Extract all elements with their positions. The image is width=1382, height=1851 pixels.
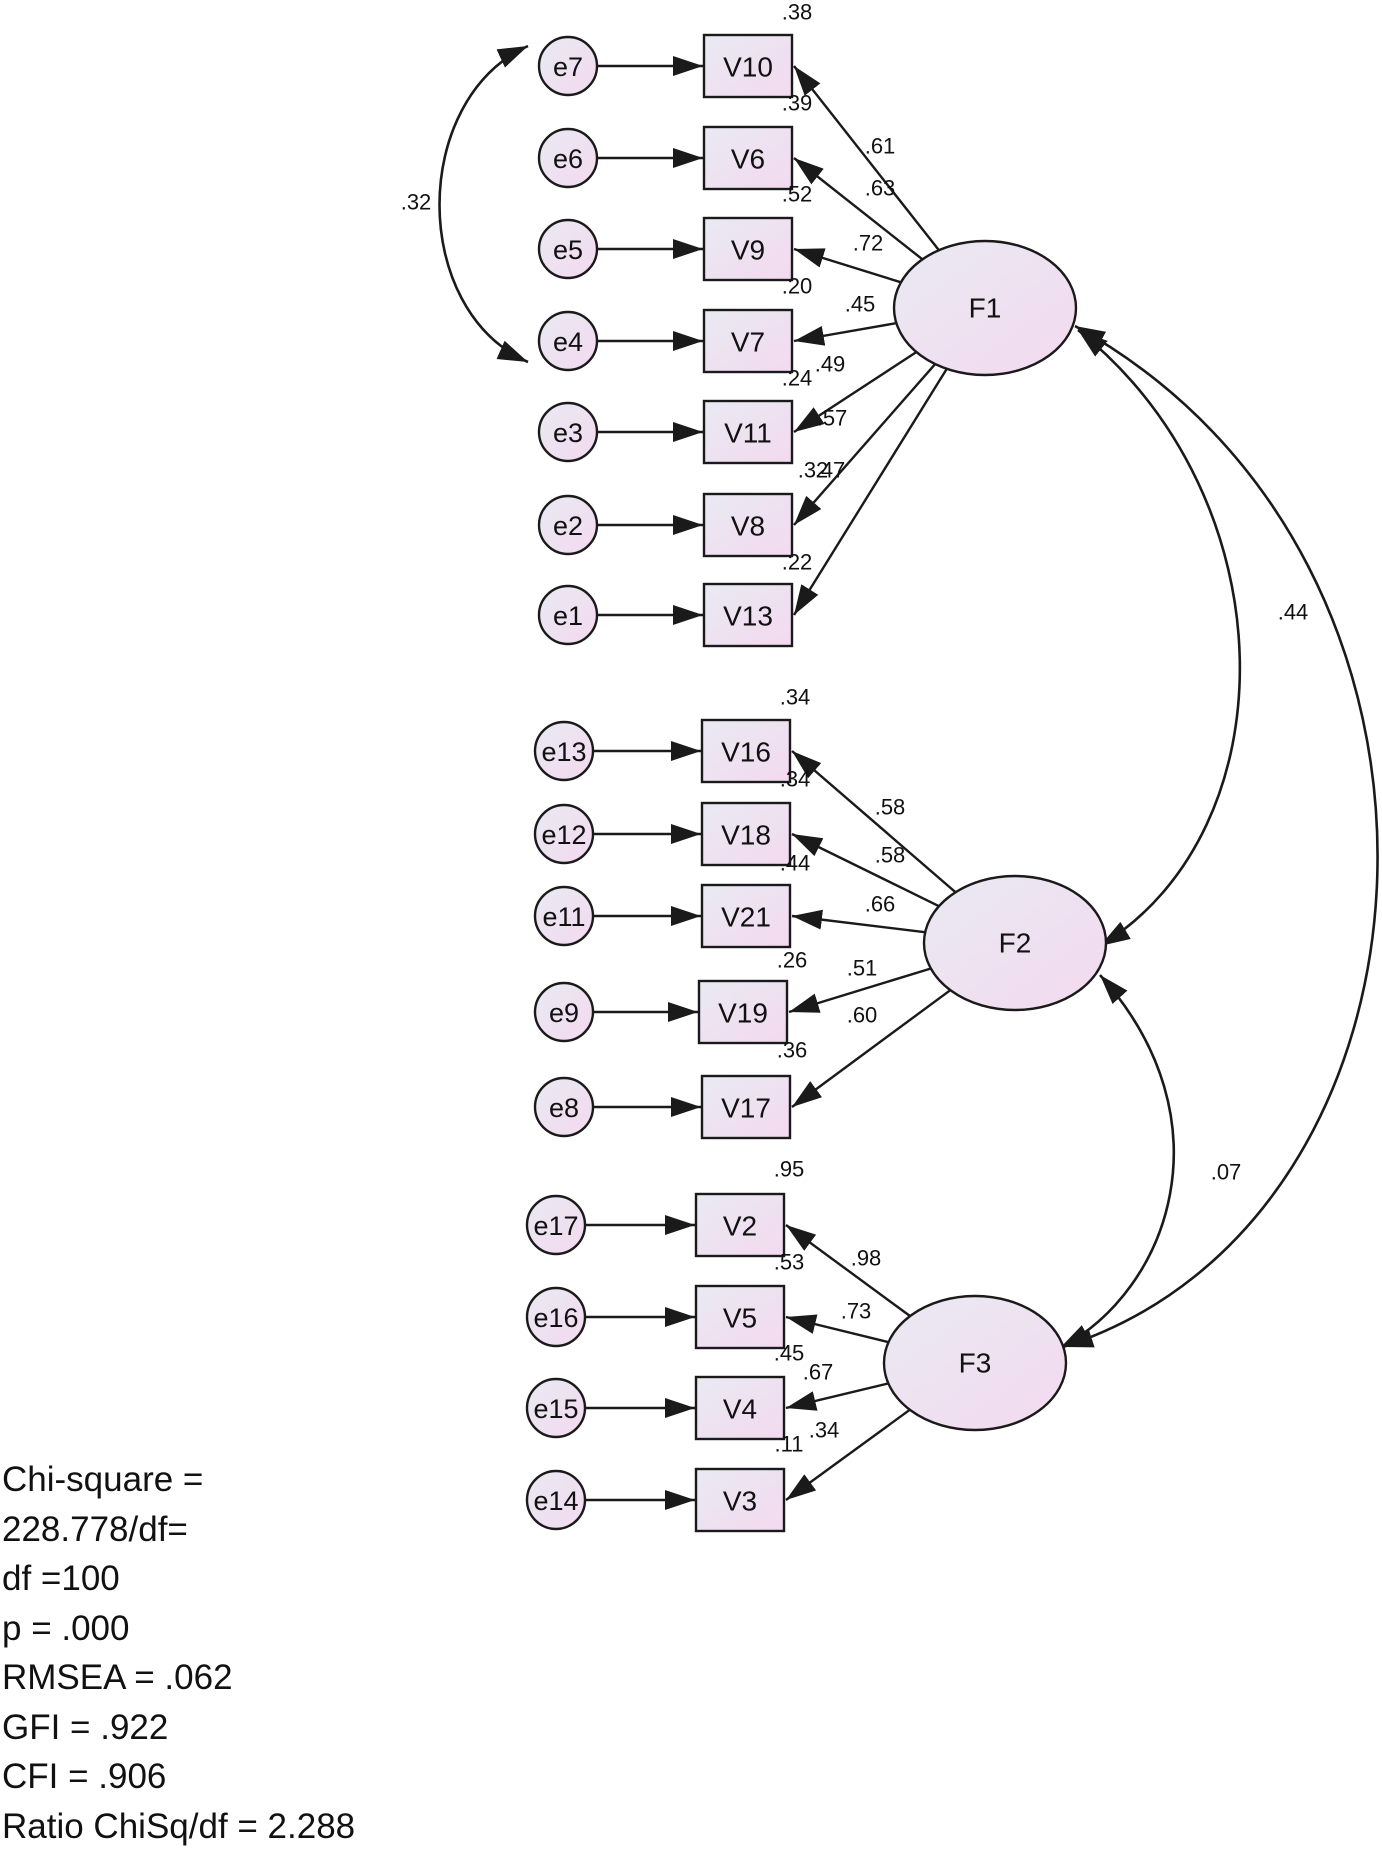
loading-label-v11: .49 xyxy=(815,352,846,377)
error-label-e5: e5 xyxy=(553,235,583,265)
covariance-f1-f2 xyxy=(1078,330,1240,946)
error-label-e12: e12 xyxy=(541,820,586,850)
r2-label-v7: .20 xyxy=(782,274,813,299)
observed-label-v5: V5 xyxy=(723,1303,757,1334)
loading-label-v4: .67 xyxy=(803,1360,834,1385)
r2-label-v13: .22 xyxy=(782,550,813,575)
error-label-e3: e3 xyxy=(553,418,583,448)
covariance-label-f1-f2: .44 xyxy=(1278,600,1309,625)
loading-label-v8: .57 xyxy=(817,406,848,431)
r2-label-v4: .45 xyxy=(774,1341,805,1366)
r2-label-v5: .53 xyxy=(774,1250,805,1275)
fit-stat-line: p = .000 xyxy=(2,1604,355,1654)
observed-label-v9: V9 xyxy=(731,235,765,266)
observed-label-v2: V2 xyxy=(723,1211,757,1242)
observed-label-v8: V8 xyxy=(731,511,765,542)
loading-label-v21: .66 xyxy=(865,892,896,917)
covariance-f2-f3 xyxy=(1060,975,1174,1348)
error-label-e8: e8 xyxy=(549,1093,579,1123)
fit-stat-line: Ratio ChiSq/df = 2.288 xyxy=(2,1802,355,1851)
error-label-e16: e16 xyxy=(533,1303,578,1333)
latent-label-f1: F1 xyxy=(969,293,1002,324)
loading-path-v5 xyxy=(786,1317,890,1343)
r2-label-v21: .44 xyxy=(780,851,811,876)
observed-label-v11: V11 xyxy=(724,418,772,449)
loading-label-v9: .72 xyxy=(853,231,884,256)
loading-label-v13: .47 xyxy=(815,458,846,483)
observed-label-v16: V16 xyxy=(721,737,771,768)
loading-label-v10: .61 xyxy=(865,134,896,159)
error-label-e14: e14 xyxy=(533,1486,578,1516)
covariance-f1-f3 xyxy=(1063,326,1378,1347)
error-label-e9: e9 xyxy=(549,998,579,1028)
fit-stat-line: CFI = .906 xyxy=(2,1752,355,1802)
observed-label-v13: V13 xyxy=(723,601,773,632)
r2-label-v10: .38 xyxy=(782,0,813,25)
r2-label-v11: .24 xyxy=(782,366,813,391)
loading-label-v7: .45 xyxy=(845,292,876,317)
loading-label-v3: .34 xyxy=(809,1418,840,1443)
covariance-label-f2-f3: .07 xyxy=(1211,1160,1242,1185)
error-label-e6: e6 xyxy=(553,144,583,174)
error-label-e7: e7 xyxy=(553,52,583,82)
error-label-e15: e15 xyxy=(533,1394,578,1424)
loading-path-v21 xyxy=(792,916,927,932)
observed-label-v3: V3 xyxy=(723,1486,757,1517)
observed-label-v4: V4 xyxy=(723,1394,757,1425)
fit-stat-line: 228.778/df= xyxy=(2,1505,355,1555)
loading-label-v16: .58 xyxy=(875,795,906,820)
error-label-e1: e1 xyxy=(553,601,583,631)
loading-label-v6: .63 xyxy=(865,176,896,201)
observed-label-v7: V7 xyxy=(731,327,765,358)
loading-path-v16 xyxy=(792,751,957,893)
error-label-e4: e4 xyxy=(553,327,583,357)
r2-label-v6: .39 xyxy=(782,91,813,116)
loading-path-v11 xyxy=(794,351,918,432)
error-label-e11: e11 xyxy=(542,902,585,932)
loading-path-v3 xyxy=(786,1409,911,1500)
r2-label-v2: .95 xyxy=(774,1157,805,1182)
loading-label-v17: .60 xyxy=(847,1003,878,1028)
fit-stat-line: Chi-square = xyxy=(2,1455,355,1505)
latent-label-f3: F3 xyxy=(959,1348,992,1379)
loading-path-v4 xyxy=(786,1383,890,1408)
observed-label-v18: V18 xyxy=(721,820,771,851)
loading-label-v19: .51 xyxy=(847,956,878,981)
covariance-label-e7-e4: .32 xyxy=(401,190,432,215)
loading-path-v10 xyxy=(794,66,940,251)
observed-label-v17: V17 xyxy=(721,1093,771,1124)
r2-label-v3: .11 xyxy=(775,1432,804,1457)
fit-stat-line: GFI = .922 xyxy=(2,1703,355,1753)
loading-label-v5: .73 xyxy=(841,1299,872,1324)
r2-label-v19: .26 xyxy=(777,948,808,973)
observed-label-v19: V19 xyxy=(718,998,768,1029)
observed-label-v6: V6 xyxy=(731,144,765,175)
r2-label-v18: .34 xyxy=(780,767,811,792)
covariance-e7-e4 xyxy=(440,46,529,362)
loading-label-v2: .98 xyxy=(851,1246,882,1271)
r2-label-v9: .52 xyxy=(782,182,813,207)
fit-stat-line: df =100 xyxy=(2,1554,355,1604)
error-label-e13: e13 xyxy=(541,737,586,767)
loading-label-v18: .58 xyxy=(875,843,906,868)
latent-label-f2: F2 xyxy=(999,928,1032,959)
error-label-e2: e2 xyxy=(553,511,583,541)
r2-label-v17: .36 xyxy=(777,1038,808,1063)
observed-label-v10: V10 xyxy=(723,52,773,83)
observed-label-v21: V21 xyxy=(721,902,771,933)
fit-stat-line: RMSEA = .062 xyxy=(2,1653,355,1703)
error-label-e17: e17 xyxy=(533,1211,578,1241)
loading-path-v7 xyxy=(794,323,898,341)
r2-label-v16: .34 xyxy=(780,685,811,710)
